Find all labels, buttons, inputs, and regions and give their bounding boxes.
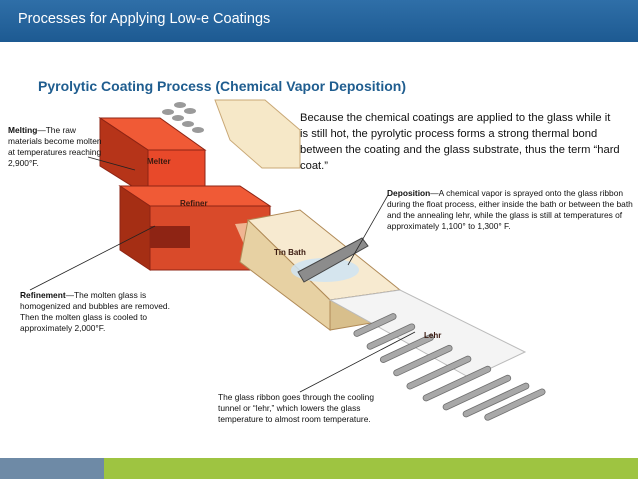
- footer-left-block: [0, 458, 104, 479]
- glass-ribbon: [328, 289, 527, 379]
- footer-right-block: [104, 458, 638, 479]
- callout-refinement-term: Refinement: [20, 290, 66, 300]
- footer-bar: [0, 458, 638, 479]
- label-refiner: Refiner: [180, 199, 208, 208]
- rear-housing: [214, 99, 301, 169]
- callout-lehr-text: The glass ribbon goes through the coolin…: [218, 392, 374, 424]
- label-tin-bath: Tin Bath: [274, 248, 306, 257]
- callout-refinement: Refinement—The molten glass is homogeniz…: [20, 290, 180, 334]
- callout-deposition-term: Deposition: [387, 188, 431, 198]
- title-bar: Processes for Applying Low-e Coatings: [0, 0, 638, 42]
- lehr-rollers: [353, 313, 546, 421]
- callout-refinement-text: —The molten glass is homogenized and bub…: [20, 290, 170, 333]
- callout-melting-term: Melting: [8, 125, 38, 135]
- callout-deposition: Deposition—A chemical vapor is sprayed o…: [387, 188, 633, 232]
- callout-lehr: The glass ribbon goes through the coolin…: [218, 392, 380, 425]
- roller-rack: [162, 102, 204, 133]
- refiner-notch: [150, 226, 190, 248]
- leader-lines: [29, 156, 416, 393]
- label-lehr: Lehr: [424, 331, 442, 340]
- callout-melting-text: —The raw materials become molten at temp…: [8, 125, 102, 168]
- callout-melting: Melting—The raw materials become molten …: [8, 125, 108, 169]
- page-title: Processes for Applying Low-e Coatings: [18, 11, 271, 27]
- diagram-subtitle: Pyrolytic Coating Process (Chemical Vapo…: [38, 78, 406, 94]
- coater-bar: [297, 237, 369, 283]
- intro-paragraph: Because the chemical coatings are applie…: [300, 112, 620, 172]
- callout-deposition-text: —A chemical vapor is sprayed onto the gl…: [387, 188, 633, 231]
- label-melter: Melter: [147, 157, 171, 166]
